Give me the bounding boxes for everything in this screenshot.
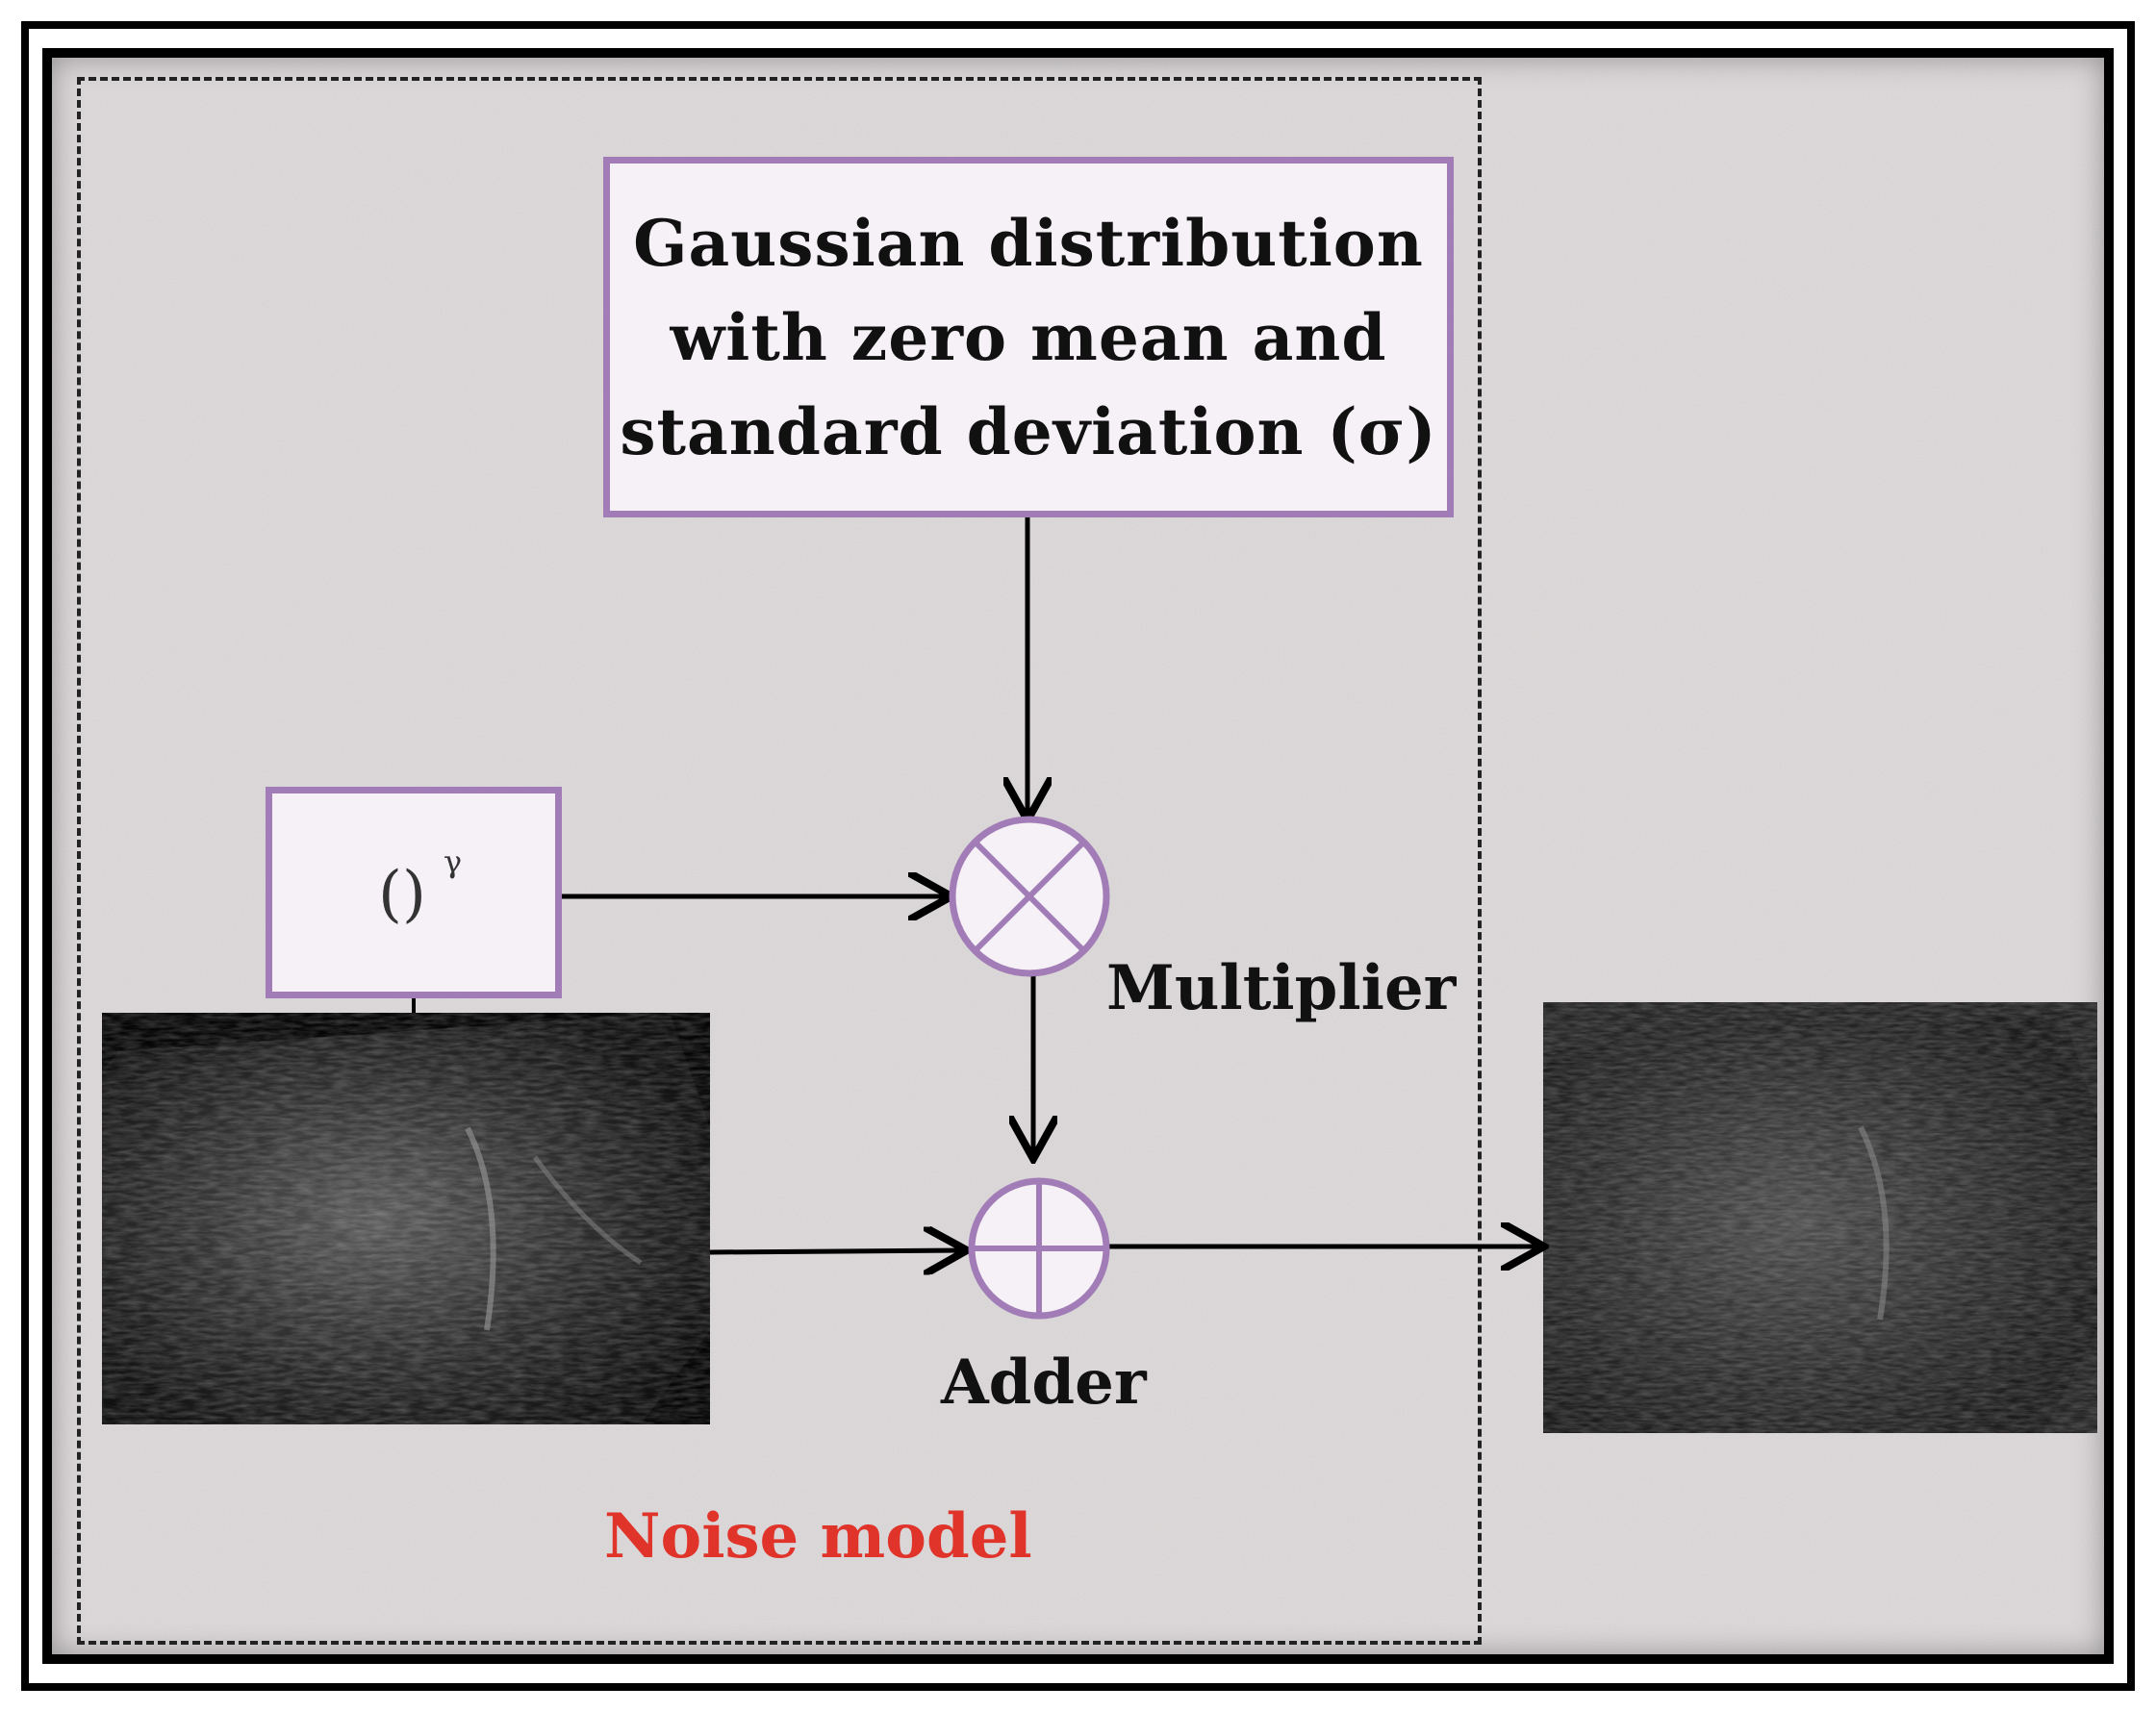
gaussian-line-2: with zero mean and [670, 299, 1387, 375]
gamma-exponent: γ [444, 843, 463, 880]
gamma-base: () [378, 859, 426, 930]
gaussian-line-3: standard deviation (σ) [620, 393, 1437, 469]
arrow-input-to-adder [709, 1250, 962, 1252]
adder-label: Adder [941, 1347, 1147, 1419]
adder-icon [968, 1177, 1110, 1320]
output-ultrasound-graphic [1543, 1002, 2097, 1433]
gaussian-line-1: Gaussian distribution [633, 205, 1424, 281]
input-ultrasound-graphic [102, 1013, 710, 1424]
gaussian-distribution-box: Gaussian distribution with zero mean and… [603, 157, 1454, 517]
multiplier-icon [949, 816, 1110, 977]
noise-model-label: Noise model [604, 1500, 1032, 1573]
multiplier-label: Multiplier [1106, 952, 1457, 1024]
noise-model-boundary [77, 77, 1482, 1645]
input-ultrasound-image [102, 1013, 710, 1424]
gamma-power-box: () γ [266, 787, 562, 998]
output-ultrasound-image [1543, 1002, 2097, 1433]
